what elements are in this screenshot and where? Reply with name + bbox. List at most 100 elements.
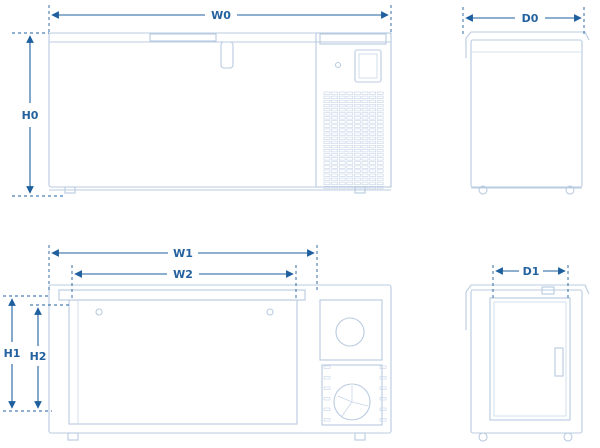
vent-slot bbox=[369, 132, 376, 136]
vent-slot bbox=[338, 157, 346, 161]
vent-slot bbox=[331, 161, 338, 165]
vent-slot bbox=[354, 136, 361, 140]
vent-slot bbox=[331, 108, 338, 112]
vent-slot bbox=[369, 116, 376, 120]
vent-slot bbox=[338, 120, 346, 124]
vent-slot bbox=[346, 108, 354, 112]
vent-slot bbox=[323, 407, 331, 411]
vent-slot bbox=[354, 120, 361, 124]
compressor-bay bbox=[319, 299, 383, 361]
vent-slot bbox=[379, 407, 387, 411]
vent-slot bbox=[369, 177, 376, 181]
vent-slot bbox=[361, 140, 369, 144]
vent-slot bbox=[338, 104, 346, 108]
label-w2: W2 bbox=[173, 268, 193, 281]
display-screen-inner bbox=[358, 53, 378, 79]
vent-slot bbox=[379, 418, 387, 422]
vent-slot bbox=[331, 120, 338, 124]
vent-slot bbox=[323, 120, 331, 124]
vent-slot bbox=[323, 104, 331, 108]
label-h2: H2 bbox=[30, 350, 47, 363]
label-h1: H1 bbox=[4, 347, 21, 360]
vent-slot bbox=[323, 99, 331, 103]
vent-slot bbox=[338, 108, 346, 112]
vent-slot bbox=[354, 128, 361, 132]
vent-slot bbox=[338, 149, 346, 153]
vent-slot bbox=[361, 108, 369, 112]
side-latch bbox=[541, 286, 555, 295]
vent-slot bbox=[376, 157, 384, 161]
vent-slot bbox=[331, 145, 338, 149]
vent-slot bbox=[361, 99, 369, 103]
side-panel-slots bbox=[554, 347, 564, 377]
vent-slot bbox=[376, 112, 384, 116]
vent-slot bbox=[338, 153, 346, 157]
dimension-h0: H0 bbox=[12, 32, 66, 197]
vent-slot bbox=[331, 149, 338, 153]
vent-slot bbox=[331, 153, 338, 157]
vent-slot bbox=[376, 91, 384, 95]
vent-slot bbox=[369, 157, 376, 161]
dimension-h2: H2 bbox=[30, 304, 69, 409]
vent-slot bbox=[338, 165, 346, 169]
vent-slot bbox=[369, 136, 376, 140]
vent-slot bbox=[323, 153, 331, 157]
vent-slot bbox=[376, 149, 384, 153]
vent-slot bbox=[354, 161, 361, 165]
vent-slot bbox=[346, 169, 354, 173]
vent-slot bbox=[346, 157, 354, 161]
vent-slot bbox=[338, 112, 346, 116]
vent-slot bbox=[354, 145, 361, 149]
vent-slot bbox=[346, 181, 354, 185]
power-switch bbox=[334, 61, 342, 69]
vent-slot bbox=[331, 136, 338, 140]
vent-slot bbox=[369, 153, 376, 157]
label-d1: D1 bbox=[523, 265, 540, 278]
vent-slot bbox=[354, 165, 361, 169]
vent-slot bbox=[361, 136, 369, 140]
vent-slot bbox=[354, 177, 361, 181]
vent-slot bbox=[323, 145, 331, 149]
label-h0: H0 bbox=[22, 109, 39, 122]
dimension-w1: W1 bbox=[48, 245, 318, 292]
vent-slot bbox=[354, 95, 361, 99]
control-panel-column bbox=[315, 32, 392, 188]
vent-slot bbox=[346, 99, 354, 103]
vent-slot bbox=[376, 124, 384, 128]
vent-slot bbox=[376, 120, 384, 124]
vent-slot bbox=[323, 128, 331, 132]
vent-slot bbox=[376, 132, 384, 136]
vent-slot bbox=[361, 145, 369, 149]
vent-slot bbox=[323, 149, 331, 153]
vent-slot bbox=[346, 165, 354, 169]
vent-slot bbox=[361, 128, 369, 132]
vent-slot bbox=[369, 145, 376, 149]
vent-slot bbox=[361, 169, 369, 173]
dimension-w0: W0 bbox=[48, 5, 392, 33]
label-w0: W0 bbox=[211, 9, 231, 22]
vent-slot bbox=[331, 165, 338, 169]
vent-slot bbox=[361, 177, 369, 181]
vent-slot bbox=[338, 132, 346, 136]
vent-slot bbox=[354, 99, 361, 103]
vent-slot bbox=[346, 132, 354, 136]
open-rim bbox=[58, 289, 306, 301]
vent-slot bbox=[331, 186, 338, 190]
vent-slot bbox=[376, 181, 384, 185]
side-inner-chamber bbox=[489, 297, 571, 421]
vent-slot bbox=[361, 112, 369, 116]
vent-slot bbox=[346, 95, 354, 99]
vent-slot bbox=[369, 91, 376, 95]
vent-slot bbox=[323, 386, 331, 390]
vent-slot bbox=[379, 397, 387, 401]
vent-slot bbox=[323, 177, 331, 181]
vent-slot bbox=[323, 91, 331, 95]
vent-slot bbox=[323, 95, 331, 99]
vent-slot bbox=[376, 99, 384, 103]
vent-slot bbox=[346, 112, 354, 116]
vent-slot bbox=[369, 104, 376, 108]
vent-slot bbox=[323, 124, 331, 128]
vent-slot bbox=[369, 186, 376, 190]
vent-slot bbox=[323, 169, 331, 173]
condenser-fan bbox=[333, 383, 371, 421]
